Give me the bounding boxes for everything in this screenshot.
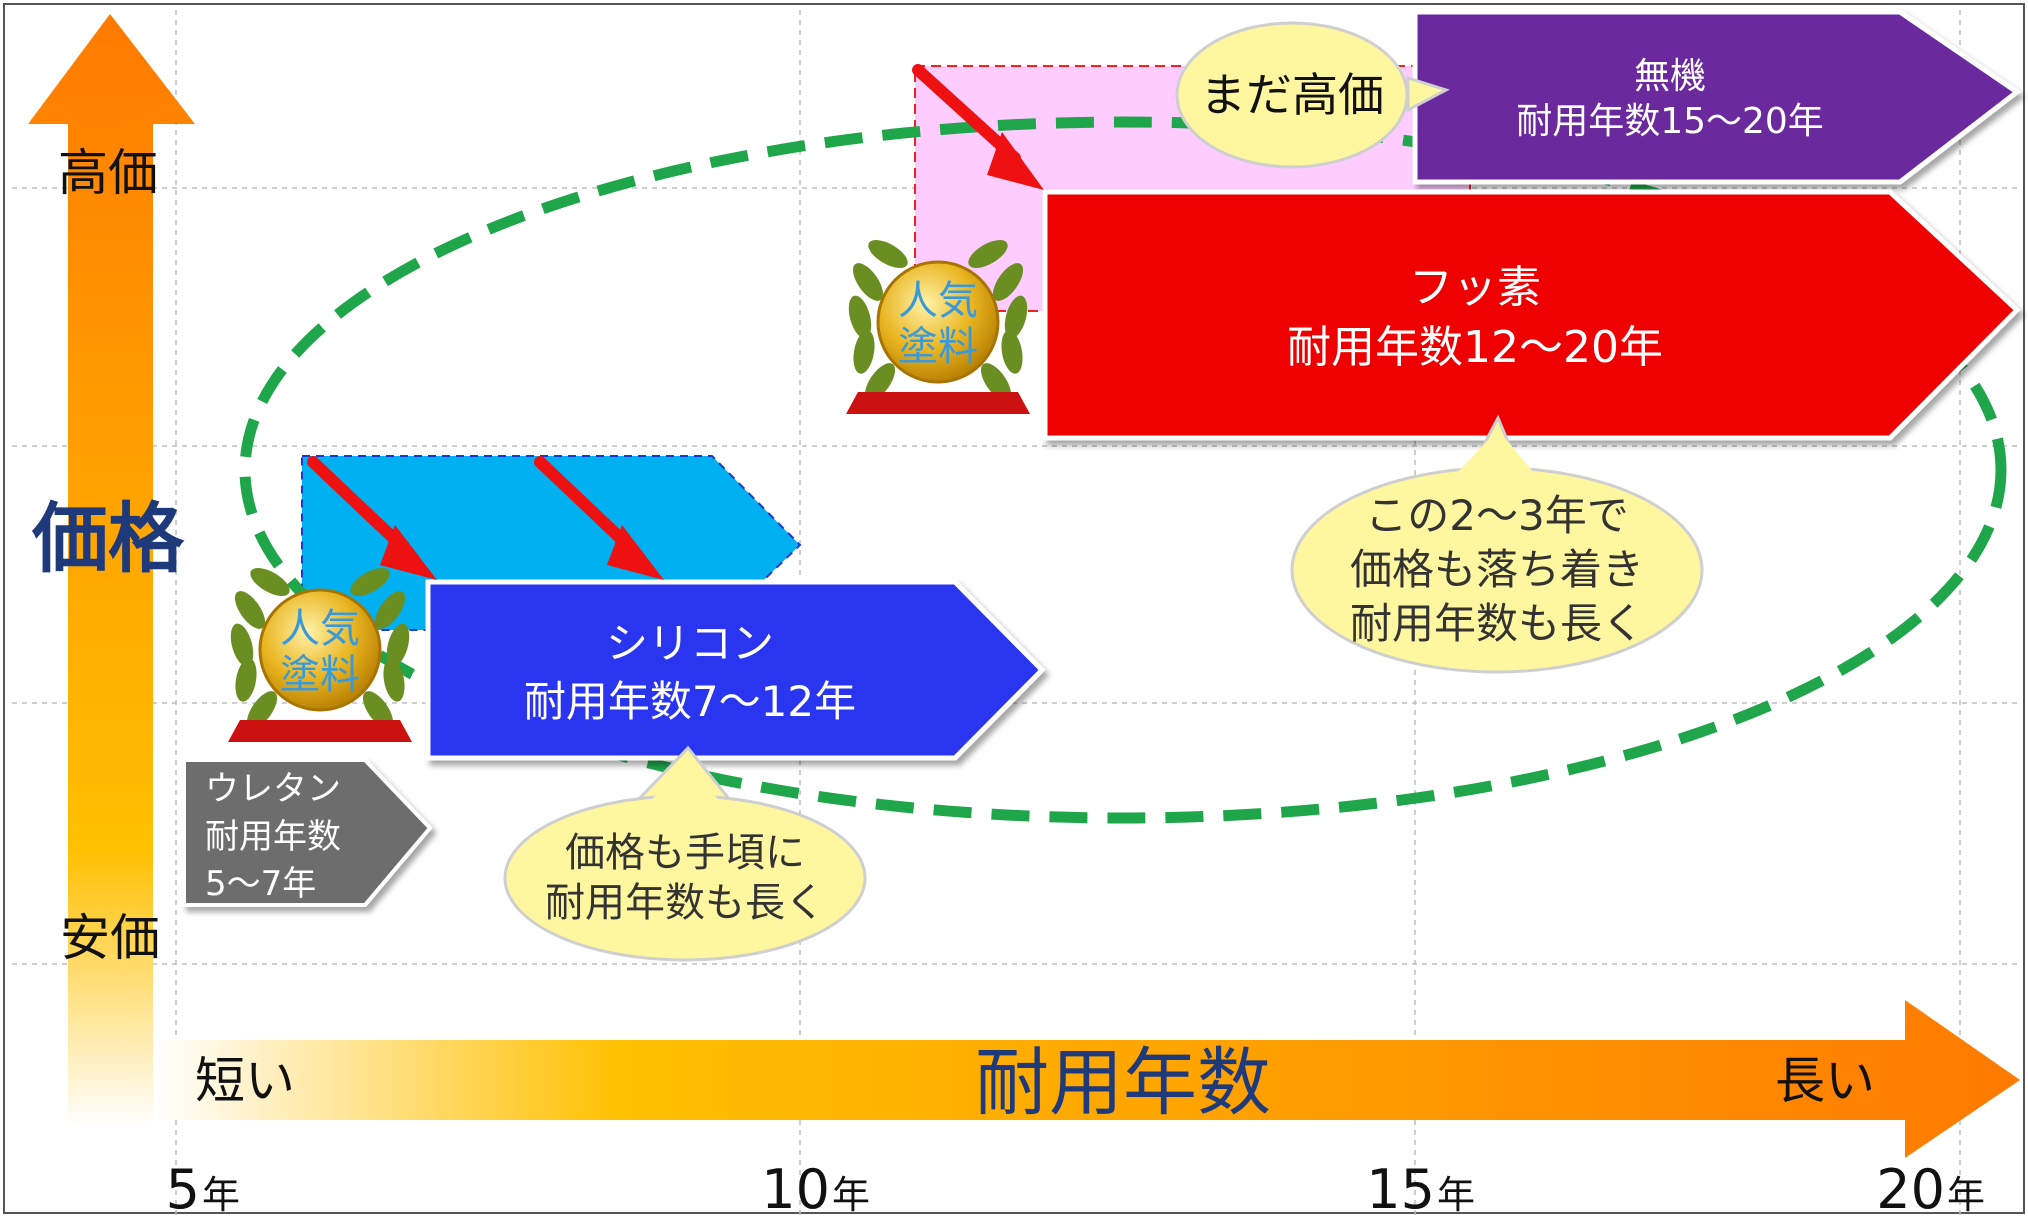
inorganic-arrow (1412, 9, 2022, 185)
gold-medal-icon (876, 260, 1000, 384)
silicone-note-callout (503, 794, 867, 962)
x-axis-short-label: 短い (195, 1052, 295, 1110)
x-axis-arrow (155, 1000, 2020, 1158)
inorganic-label: 無機 (1634, 56, 1706, 97)
x-tick-unit: 年 (202, 1173, 240, 1217)
x-tick-unit: 年 (832, 1173, 870, 1217)
fluorine-note-line-1: この2～3年で (1365, 491, 1628, 540)
y-axis-high-label: 高価 (58, 144, 158, 202)
ribbon-icon (846, 392, 1030, 414)
shift-arrow-head (607, 525, 664, 580)
urethane-durability-label: 耐用年数 (205, 817, 341, 857)
still-expensive-callout (1175, 21, 1409, 169)
x-tick-20: 20 (1876, 1158, 1945, 1217)
urethane-durability-range: 5～7年 (205, 864, 316, 904)
silicone-label: シリコン (606, 619, 774, 668)
fluorine-arrow (1042, 189, 2021, 441)
popular-range-ellipse (239, 116, 2007, 824)
ribbon-icon (228, 720, 412, 742)
silicone-note-line-2: 耐用年数も長く (545, 880, 825, 926)
x-tick-unit: 年 (1947, 1173, 1985, 1217)
x-axis-title: 耐用年数 (975, 1040, 1271, 1126)
y-axis-low-label: 安価 (60, 909, 160, 967)
gold-medal-icon (258, 588, 382, 712)
badge-line-2: 塗料 (280, 652, 360, 698)
shift-arrow-head (380, 525, 437, 580)
still-expensive-text: まだ高価 (1200, 68, 1384, 122)
silicone-arrow (425, 579, 1046, 761)
silicone-note-line-1: 価格も手頃に (565, 830, 805, 876)
shift-arrows (307, 64, 1044, 580)
laurel-wreath-icon (848, 240, 1028, 401)
x-tick-15: 15 (1366, 1158, 1435, 1217)
badge-line-1: 人気 (280, 606, 360, 652)
grid (12, 10, 2020, 1215)
shift-arrow-head (987, 132, 1044, 190)
urethane-arrow (182, 758, 433, 907)
fluorine-note-line-2: 価格も落ち着き (1350, 545, 1644, 594)
popular-badge-silicone: 人気 塗料 (228, 568, 412, 742)
frame (3, 3, 2025, 1214)
fluorine-label: フッ素 (1409, 262, 1541, 313)
x-axis-long-label: 長い (1775, 1052, 1875, 1110)
popular-badge-fluorine: 人気 塗料 (846, 240, 1030, 414)
urethane-label: ウレタン (205, 769, 341, 809)
badge-line-1: 人気 (898, 278, 978, 324)
fluorine-durability: 耐用年数12～20年 (1287, 322, 1663, 373)
y-axis-arrow (28, 14, 195, 1128)
x-tick-unit: 年 (1437, 1173, 1475, 1217)
x-tick-10: 10 (761, 1158, 830, 1217)
y-axis-title: 価格 (31, 494, 185, 583)
badge-line-2: 塗料 (898, 324, 978, 370)
inorganic-durability: 耐用年数15～20年 (1516, 101, 1824, 142)
silicone-durability: 耐用年数7～12年 (524, 677, 856, 726)
laurel-wreath-icon (230, 568, 410, 729)
x-tick-5: 5 (166, 1158, 200, 1217)
fluorine-note-line-3: 耐用年数も長く (1350, 599, 1644, 648)
